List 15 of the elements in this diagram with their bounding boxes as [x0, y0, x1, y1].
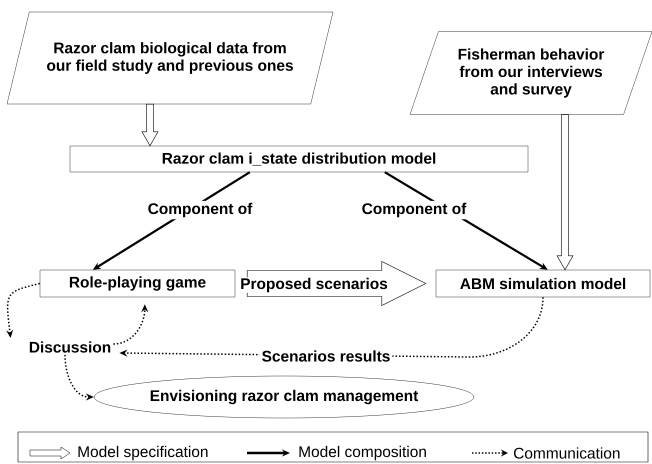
edge-label: Scenarios results: [260, 348, 392, 364]
hollow-arrow: [556, 114, 574, 270]
legend-label: Communication: [514, 447, 620, 459]
model-box: Role-playing game: [40, 270, 236, 298]
edge-label: Proposed scenarios: [240, 277, 388, 293]
data-parallelogram: Fisherman behavior from our interviews and survey: [410, 31, 652, 115]
node-label: Discussion: [30, 341, 110, 353]
data-parallelogram: Razor clam biological data from our field study and previous ones: [6, 12, 334, 104]
legend-label: Model composition: [299, 446, 426, 460]
edge-label: Component of: [360, 200, 468, 220]
model-box: Razor clam i_state distribution model: [70, 146, 528, 172]
model-box: ABM simulation model: [436, 270, 650, 298]
legend-label: Model specification: [78, 446, 208, 460]
hollow-arrow: [141, 104, 159, 146]
edge-label: Component of: [146, 200, 254, 220]
